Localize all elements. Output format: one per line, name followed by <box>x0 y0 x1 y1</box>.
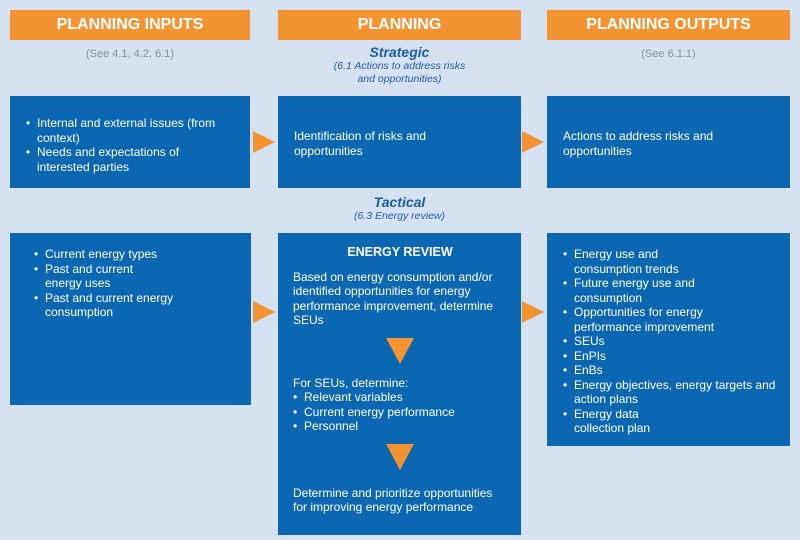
list-item: Energy objectives, energy targets and ac… <box>563 378 780 407</box>
arrow-down-icon <box>386 337 414 364</box>
list-item: Needs and expectations of interested par… <box>26 145 197 174</box>
list-item: Future energy use and consumption <box>563 276 714 305</box>
inputs-reference: (See 4.1, 4.2, 6.1) <box>85 48 175 60</box>
list-item: Relevant variables <box>293 390 507 405</box>
strategic-planning-text: Identification of risks and opportunitie… <box>294 129 427 158</box>
list-item: Opportunities for energy performance imp… <box>563 305 744 334</box>
header-planning-inputs: PLANNING INPUTS <box>10 10 250 40</box>
arrow-right-icon <box>253 131 275 153</box>
tactical-inputs-box: Current energy types Past and current en… <box>10 233 251 405</box>
list-item: SEUs <box>563 334 780 349</box>
energy-review-box: ENERGY REVIEW Based on energy consumptio… <box>278 233 521 535</box>
list-item: Past and current energy consumption <box>34 291 237 320</box>
tactical-note: (6.3 Energy review) <box>353 210 446 222</box>
outputs-reference: (See 6.1.1) <box>641 48 696 60</box>
strategic-planning-box: Identification of risks and opportunitie… <box>278 96 521 188</box>
list-item: Internal and external issues (from conte… <box>26 116 232 145</box>
list-item: Personnel <box>293 419 507 434</box>
arrow-down-icon <box>386 443 414 470</box>
strategic-inputs-box: Internal and external issues (from conte… <box>10 96 250 188</box>
strategic-outputs-box: Actions to address risks and opportuniti… <box>547 96 790 188</box>
review-step-1: Based on energy consumption and/or ident… <box>293 269 494 328</box>
strategic-label: Strategic (6.1 Actions to address risks … <box>278 44 521 86</box>
list-item: Past and current energy uses <box>34 262 150 291</box>
strategic-title: Strategic <box>369 44 430 60</box>
list-item: EnBs <box>563 363 780 378</box>
list-item: Energy use and consumption trends <box>563 247 684 276</box>
arrow-right-icon <box>522 131 544 153</box>
header-planning: PLANNING <box>278 10 521 40</box>
tactical-outputs-box: Energy use and consumption trends Future… <box>547 233 790 446</box>
list-item: Current energy performance <box>293 405 507 420</box>
strategic-note-2: and opportunities) <box>357 73 442 85</box>
review-step-3: Determine and prioritize opportunities f… <box>293 485 493 515</box>
tactical-label: Tactical (6.3 Energy review) <box>278 194 521 223</box>
list-item: Current energy types <box>34 247 237 262</box>
arrow-right-icon <box>522 301 544 323</box>
strategic-note-1: (6.1 Actions to address risks <box>333 60 466 72</box>
header-planning-outputs: PLANNING OUTPUTS <box>547 10 790 40</box>
arrow-right-icon <box>253 301 275 323</box>
review-step-2-intro: For SEUs, determine: <box>293 375 409 390</box>
tactical-title: Tactical <box>373 194 426 210</box>
strategic-outputs-text: Actions to address risks and opportuniti… <box>563 129 714 158</box>
energy-review-title: ENERGY REVIEW <box>347 245 453 259</box>
list-item: EnPIs <box>563 349 780 364</box>
list-item: Energy data collection plan <box>563 407 674 436</box>
